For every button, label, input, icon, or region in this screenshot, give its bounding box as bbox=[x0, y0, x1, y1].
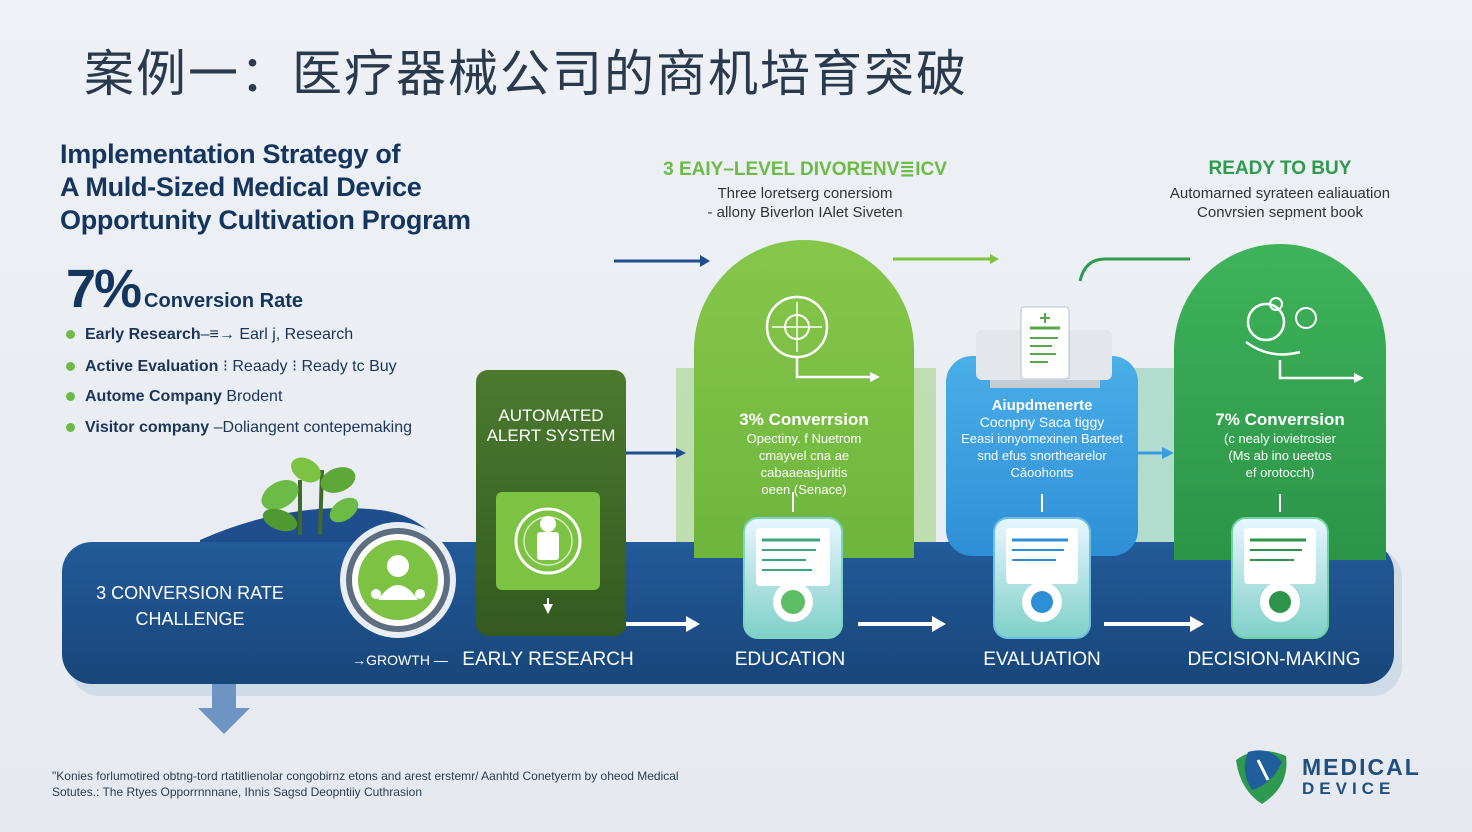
conversion-7-panel bbox=[1174, 244, 1386, 560]
bullet-label: Active Evaluation bbox=[85, 358, 219, 375]
subtitle-line-2: A Muld-Sized Medical Device bbox=[60, 172, 422, 202]
bullet-dot-icon bbox=[66, 362, 75, 372]
bullet-dot-icon bbox=[66, 392, 75, 402]
stat-label: Conversion Rate bbox=[144, 290, 303, 312]
stage-head-middle-desc-2: - allony Biverlon IAlet Siveten bbox=[707, 204, 903, 221]
plant-icon bbox=[261, 457, 359, 536]
top-connector-arrows bbox=[614, 254, 1190, 282]
bullet-sub: Brodent bbox=[226, 388, 283, 405]
company-strategy-panel bbox=[946, 356, 1138, 556]
challenge-line-1: 3 CONVERSION RATE bbox=[96, 583, 284, 603]
alert-line-2: ALERT SYSTEM bbox=[486, 426, 616, 445]
footnote: "Konies forlumotired obtng-tord rtatitli… bbox=[52, 768, 772, 800]
bullet-item: Visitor company –Doliangent contepemakin… bbox=[66, 419, 412, 437]
company-strategy-body-line: snd efus snorthearelor bbox=[977, 448, 1107, 463]
stage-head-right-desc-1: Automarned syrateen ealiauation bbox=[1169, 185, 1391, 202]
bullet-sub: ⁝ Reaady ⁝ Ready tc Buy bbox=[222, 358, 397, 375]
medical-device-logo-icon bbox=[1236, 750, 1287, 804]
subtitle-line-3: Opportunity Cultivation Program bbox=[60, 205, 471, 235]
logo-line-1: MEDICAL bbox=[1302, 754, 1421, 780]
step-label-education: EDUCATION bbox=[734, 649, 846, 670]
bullet-item: Early Research–≡→ Earl j, Research bbox=[66, 326, 353, 344]
subtitle-line-1: Implementation Strategy of bbox=[60, 139, 401, 169]
conversion-7-body-line: ef orotocch) bbox=[1245, 465, 1315, 480]
growth-label: →GROWTH — bbox=[352, 652, 448, 668]
bullet-item: Autome Company Brodent bbox=[66, 388, 282, 406]
conversion-3-body-line: cabaaeasjuritis bbox=[760, 465, 848, 480]
step-label-evaluation: EVALUATION bbox=[983, 649, 1101, 670]
gear-network-icon bbox=[765, 295, 880, 382]
challenge-label: 3 CONVERSION RATE CHALLENGE bbox=[80, 580, 300, 632]
stat-value: 7% bbox=[66, 259, 142, 319]
bullet-label: Autome Company bbox=[85, 388, 222, 405]
conversion-3-body-line: cmayvel cna ae bbox=[758, 448, 850, 463]
stage-head-middle-title: 3 EAIY–LEVEL DIVORENV≣ICV bbox=[663, 159, 947, 180]
alert-system-title: AUTOMATED ALERT SYSTEM bbox=[476, 406, 626, 446]
company-strategy-title: Aiupdmenerte bbox=[991, 397, 1093, 414]
lock-icon bbox=[514, 507, 582, 575]
growth-person-icon bbox=[340, 522, 456, 638]
stage-head-right-desc-2: Convrsien sepment book bbox=[1197, 204, 1363, 221]
bullet-sub: –Doliangent contepemaking bbox=[213, 419, 412, 436]
document-icon bbox=[1020, 306, 1070, 380]
logo-line-2: DEVICE bbox=[1302, 779, 1396, 798]
company-strategy-text: Aiupdmenerte Cocnpny Saca tiggy Eeasi io… bbox=[946, 397, 1138, 481]
company-strategy-body-line: Eeasi ionyomexinen Barteet bbox=[961, 431, 1123, 446]
company-strategy-title-2: Cocnpny Saca tiggy bbox=[979, 414, 1105, 430]
decision-card-icon bbox=[1231, 494, 1329, 639]
bullet-dot-icon bbox=[66, 330, 75, 340]
conversion-3-title: 3% Converrsion bbox=[739, 410, 869, 429]
challenge-line-2: CHALLENGE bbox=[135, 609, 245, 629]
conversion-7-body-line: (Ms ab ino ueetos bbox=[1228, 448, 1332, 463]
company-strategy-body-line: Cǎoohonts bbox=[1010, 465, 1074, 480]
footnote-line-1: "Konies forlumotired obtng-tord rtatitli… bbox=[52, 769, 679, 783]
bullet-label: Early Research bbox=[85, 326, 201, 343]
band-arrows bbox=[626, 616, 1204, 632]
conversion-3-panel bbox=[694, 240, 914, 558]
conversion-7-title: 7% Converrsion bbox=[1215, 410, 1345, 429]
analytics-hand-icon bbox=[1245, 297, 1364, 383]
step-label-decision-making: DECISION-MAKING bbox=[1187, 649, 1361, 670]
stage-head-right-title: READY TO BUY bbox=[1208, 158, 1352, 179]
page-title: 案例一：医疗器械公司的商机培育突破 bbox=[84, 45, 968, 103]
conversion-7-body-line: (c nealy iovietrosier bbox=[1224, 431, 1336, 446]
education-card-icon bbox=[743, 492, 843, 639]
strategy-subtitle: Implementation Strategy of A Muld-Sized … bbox=[60, 138, 530, 237]
evaluation-card-icon bbox=[993, 494, 1091, 639]
alert-line-1: AUTOMATED bbox=[498, 406, 604, 425]
conversion-3-body-line: oeen (Senace) bbox=[761, 482, 847, 497]
bullet-sub: –≡→ Earl j, Research bbox=[200, 326, 354, 343]
bullet-item: Active Evaluation ⁝ Reaady ⁝ Ready tc Bu… bbox=[66, 356, 397, 376]
conversion-stat: 7%Conversion Rate bbox=[66, 258, 303, 320]
down-arrow-icon bbox=[198, 684, 250, 734]
bullet-dot-icon bbox=[66, 423, 75, 433]
conversion-3-body-line: Opectiny. f Nuetrom bbox=[746, 431, 862, 446]
stage-head-middle-desc-1: Three loretserg conersiom bbox=[717, 185, 893, 202]
conversion-3-text: 3% Converrsion Opectiny. f Nuetrom cmayv… bbox=[694, 410, 914, 498]
footnote-line-2: Sotutes.: The Rtyes Opporrnnnane, Ihnis … bbox=[52, 785, 422, 799]
conversion-7-text: 7% Converrsion (c nealy iovietrosier (Ms… bbox=[1174, 410, 1386, 481]
bullet-label: Visitor company bbox=[85, 419, 210, 436]
logo-text: MEDICAL DEVICE bbox=[1302, 756, 1421, 800]
step-label-early-research: EARLY RESEARCH bbox=[462, 649, 634, 670]
